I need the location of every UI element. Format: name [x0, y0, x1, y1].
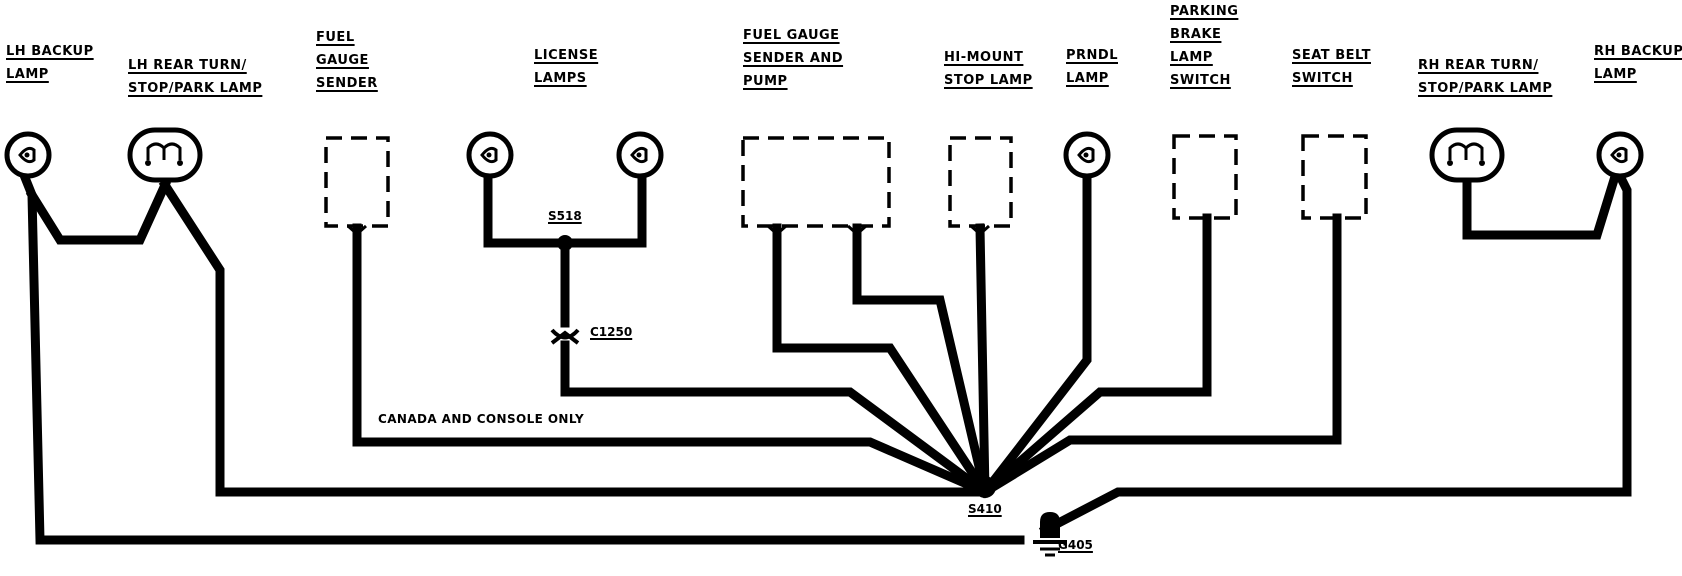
lamp-license-left-icon	[466, 131, 514, 179]
seat-belt-switch-box	[1301, 134, 1368, 220]
component-boxes	[324, 134, 1368, 237]
lamp-lh-backup-icon	[4, 131, 52, 179]
wire-hi-mount	[975, 223, 990, 497]
tag-s518: S518	[548, 209, 582, 223]
wire-lh-backup-to-lh-rear	[25, 179, 171, 245]
lamp-lh-rear-turn-icon	[127, 127, 203, 186]
wire-rh-backup-to-ground	[1038, 163, 1632, 537]
tag-c1250: C1250	[590, 325, 633, 339]
splice-s410	[974, 476, 996, 498]
tag-s410: S410	[968, 502, 1002, 516]
label-lh-rear-turn-lamp: LH REAR TURN/STOP/PARK LAMP	[128, 58, 263, 96]
fuel-gauge-pump-box	[741, 136, 891, 228]
wire-fuel-pump-2	[852, 223, 991, 498]
lamp-prndl-icon	[1063, 131, 1111, 179]
lamp-rh-rear-turn-icon	[1429, 127, 1505, 186]
wire-fuel-pump-1	[772, 223, 992, 499]
hi-mount-stop-lamp-box	[948, 136, 1013, 228]
note-canada-console-only: CANADA AND CONSOLE ONLY	[378, 412, 585, 426]
wire-lh-backup-to-ground	[16, 164, 1025, 545]
wire-license-to-splice	[560, 238, 992, 499]
parking-brake-switch-box	[1172, 134, 1238, 220]
wire-rh-rear	[1462, 164, 1623, 240]
wire-fuel-sender-to-splice	[352, 223, 991, 498]
tag-g405: G405	[1058, 538, 1093, 552]
wire-parking-brake	[978, 213, 1212, 499]
fuel-gauge-sender-box	[324, 136, 390, 228]
wire-prndl	[978, 170, 1092, 499]
lamp-rh-backup-icon	[1596, 131, 1644, 179]
label-rh-rear-turn-lamp: RH REAR TURN/STOP/PARK LAMP	[1418, 58, 1553, 96]
ground-wires	[16, 163, 1632, 545]
splice-s518	[557, 235, 573, 251]
ground-g405-icon	[1033, 512, 1067, 557]
wire-seat-belt	[978, 213, 1342, 499]
wire-lh-rear-to-splice	[158, 178, 990, 497]
connector-c1250	[550, 328, 580, 345]
lamp-license-right-icon	[616, 131, 664, 179]
